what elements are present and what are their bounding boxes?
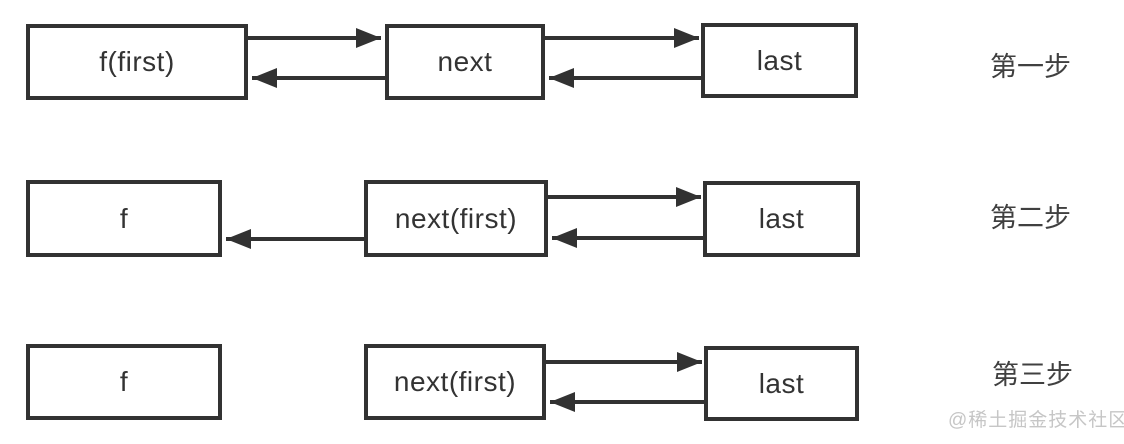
node-last-step3: last [704,346,859,421]
node-last-step2: last [703,181,860,257]
step2-label: 第二步 [990,203,1071,233]
node-nextfirst-step2: next(first) [364,180,548,257]
step1-label: 第一步 [990,52,1071,82]
node-f-step3: f [26,344,222,420]
node-next-step1: next [385,24,545,100]
node-f-step2: f [26,180,222,257]
node-nextfirst-step3: next(first) [364,344,546,420]
node-ffirst-step1: f(first) [26,24,248,100]
watermark: @稀土掘金技术社区 [948,410,1124,431]
node-last-step1: last [701,23,858,98]
step3-label: 第三步 [992,360,1073,390]
